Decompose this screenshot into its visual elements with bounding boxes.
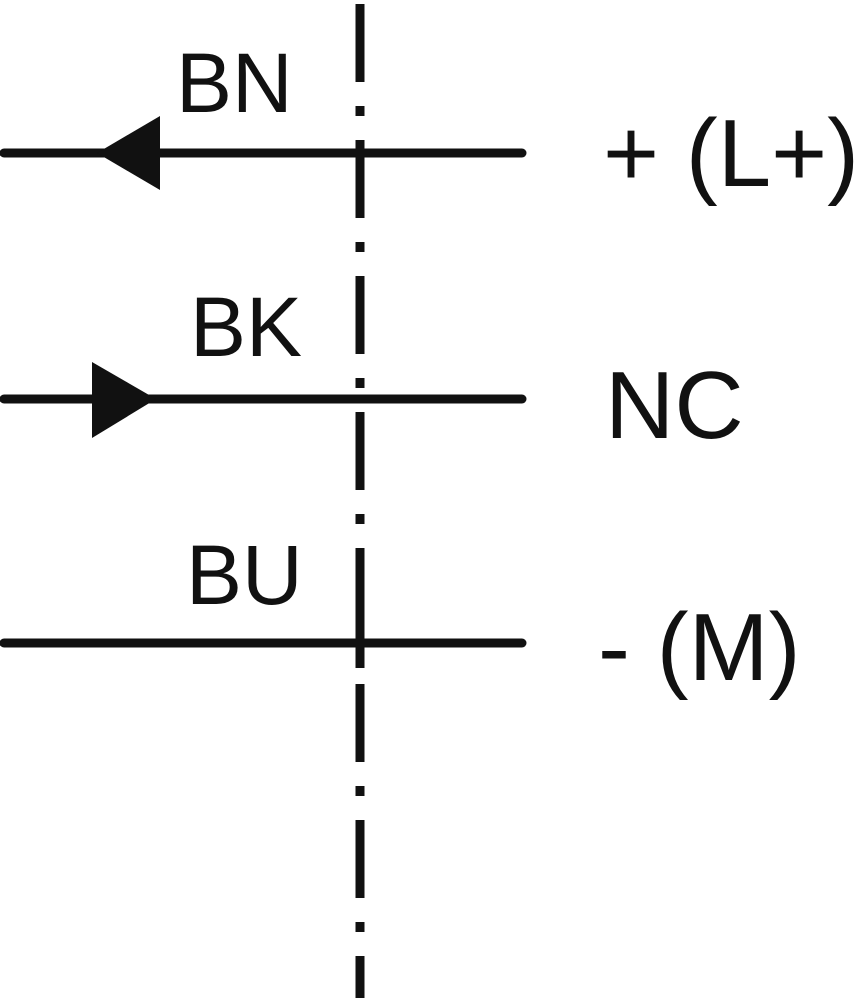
arrow-left-icon	[97, 116, 160, 190]
wire-bu-terminal: - (M)	[598, 594, 801, 701]
wire-bn-terminal: + (L+)	[603, 100, 858, 207]
wire-bn: BN + (L+)	[0, 36, 858, 210]
wire-bk: BK NC	[0, 280, 744, 459]
wire-bk-terminal: NC	[605, 352, 744, 459]
wire-bk-code: BK	[190, 280, 302, 374]
wire-bn-code: BN	[176, 36, 293, 130]
arrow-right-icon	[92, 362, 156, 438]
wire-bu-code: BU	[186, 528, 303, 622]
wire-bu: BU - (M)	[0, 528, 801, 701]
